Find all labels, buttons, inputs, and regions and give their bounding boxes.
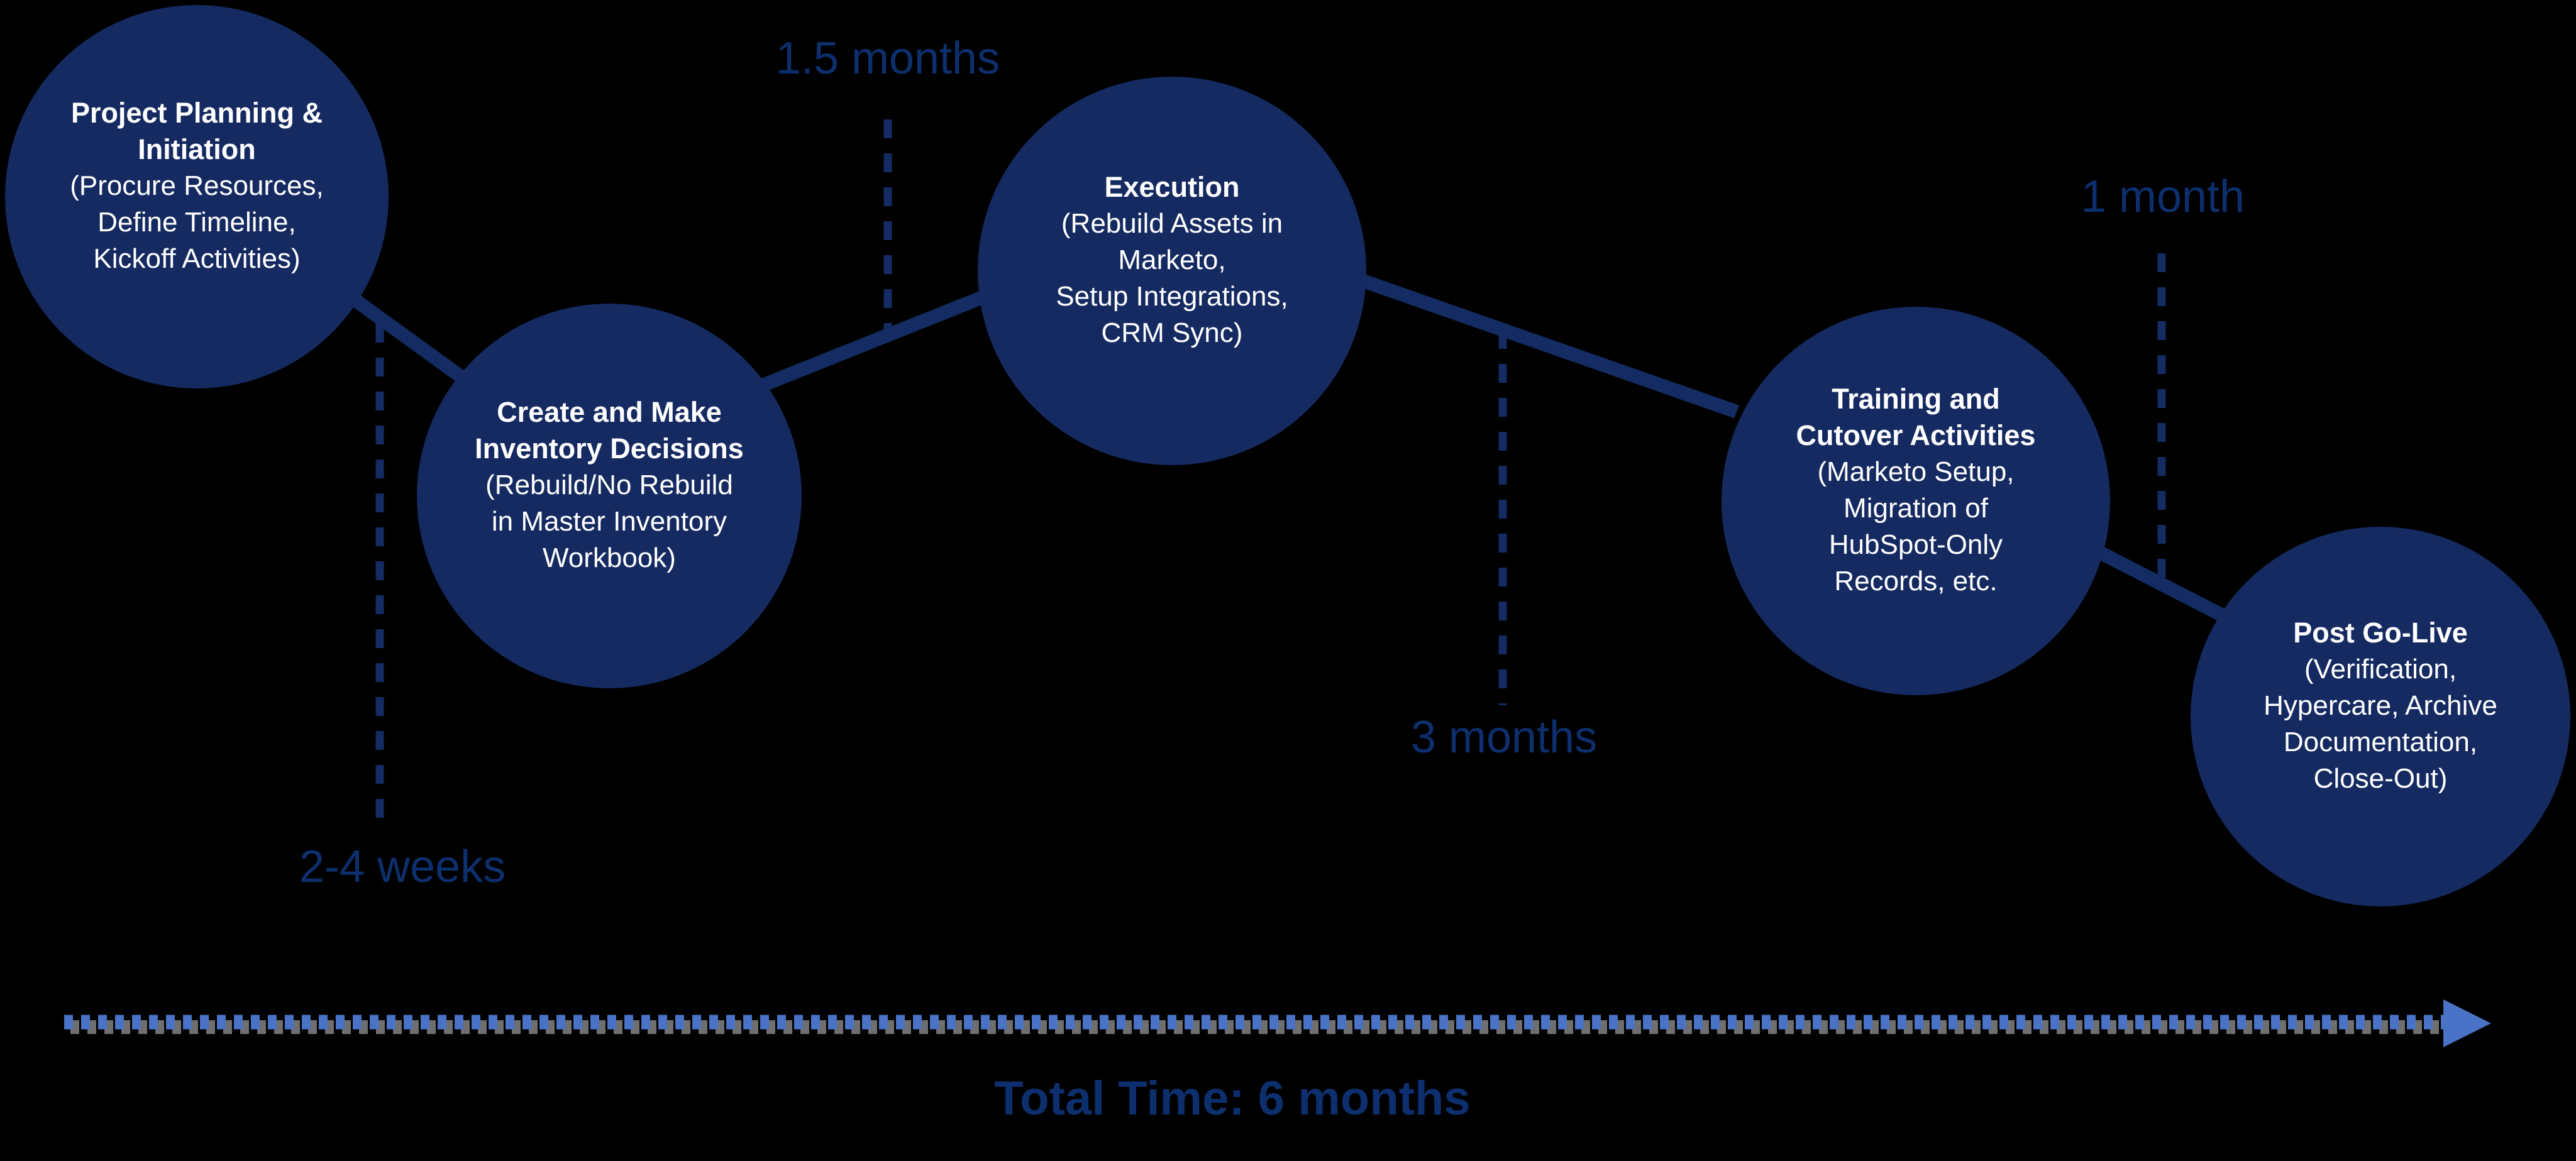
timeline-arrowhead-icon — [2443, 999, 2491, 1047]
phase-subtitle: (Marketo Setup, Migration of HubSpot-Onl… — [1817, 456, 2015, 597]
phase-subtitle: (Verification, Hypercare, Archive Docume… — [2264, 654, 2497, 794]
duration-label-2-4-weeks: 2-4 weeks — [299, 842, 506, 892]
phase-subtitle: (Procure Resources, Define Timeline, Kic… — [70, 170, 324, 274]
phase-title: Execution — [1104, 171, 1240, 203]
duration-label-1-month: 1 month — [2081, 172, 2245, 222]
phase-circle-inventory-decisions: Create and Make Inventory Decisions (Reb… — [417, 304, 802, 688]
phase-subtitle: (Rebuild Assets in Marketo, Setup Integr… — [1056, 208, 1288, 348]
phase-title: Training and Cutover Activities — [1796, 383, 2036, 451]
phase-title: Create and Make Inventory Decisions — [475, 396, 744, 465]
phase-circle-project-planning: Project Planning & Initiation (Procure R… — [5, 5, 389, 388]
total-time-label: Total Time: 6 months — [994, 1072, 1471, 1125]
phase-subtitle: (Rebuild/No Rebuild in Master Inventory … — [485, 470, 733, 573]
duration-label-1-5-months: 1.5 months — [775, 33, 1000, 84]
duration-label-3-months: 3 months — [1410, 712, 1598, 762]
phase-circle-execution: Execution (Rebuild Assets in Marketo, Se… — [978, 77, 1366, 465]
phase-circle-post-go-live: Post Go-Live (Verification, Hypercare, A… — [2191, 527, 2570, 906]
phase-title: Project Planning & Initiation — [70, 97, 323, 165]
phase-circle-training-cutover: Training and Cutover Activities (Marketo… — [1722, 307, 2110, 695]
phase-title: Post Go-Live — [2293, 617, 2468, 649]
